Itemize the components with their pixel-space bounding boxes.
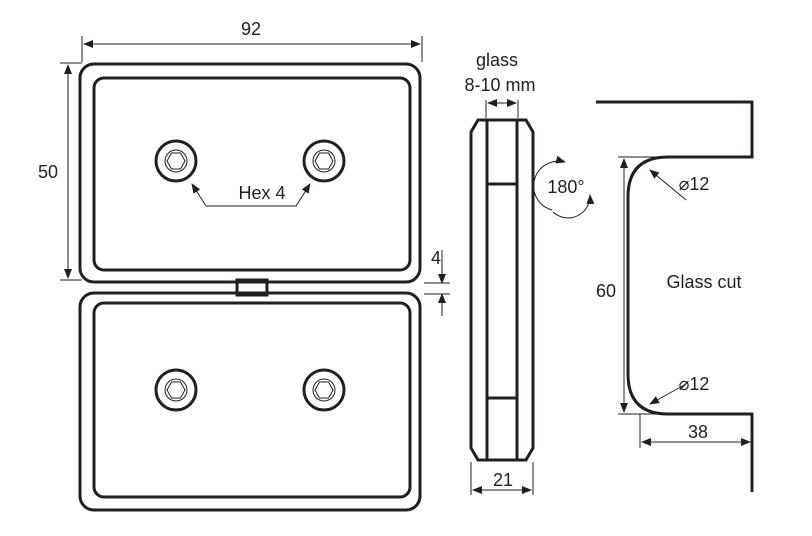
top-plate bbox=[78, 62, 422, 284]
front-view: 92 50 Hex 4 4 bbox=[38, 19, 450, 512]
top-plate-inner bbox=[92, 76, 412, 272]
radius-top-label: ⌀12 bbox=[679, 174, 710, 194]
radius-bottom-label: ⌀12 bbox=[679, 374, 710, 394]
rotate-arrow-icon bbox=[533, 155, 566, 211]
glass-cut-outline bbox=[596, 100, 754, 492]
rotation-label: 180° bbox=[547, 177, 584, 197]
bottom-plate bbox=[78, 291, 422, 512]
side-profile bbox=[469, 118, 535, 462]
screw-icon bbox=[302, 368, 346, 412]
glass-cut-view: 60 Glass cut ⌀12 ⌀12 38 bbox=[596, 100, 754, 492]
depth-label: 21 bbox=[493, 470, 513, 490]
hinge-block bbox=[235, 278, 269, 297]
glass-cut-label: Glass cut bbox=[666, 272, 741, 292]
hex-label: Hex 4 bbox=[238, 183, 285, 203]
bottom-plate-inner bbox=[92, 301, 412, 499]
side-view: glass 8-10 mm 21 180° bbox=[464, 50, 595, 495]
glass-thickness-label: 8-10 mm bbox=[464, 75, 535, 95]
glass-label: glass bbox=[476, 50, 518, 70]
height-label: 50 bbox=[38, 162, 58, 182]
cut-height-label: 60 bbox=[596, 281, 616, 301]
gap-label: 4 bbox=[431, 248, 441, 268]
cut-width-label: 38 bbox=[688, 422, 708, 442]
width-label: 92 bbox=[241, 19, 261, 39]
screw-icon bbox=[302, 139, 346, 183]
screw-icon bbox=[154, 139, 198, 183]
screw-icon bbox=[154, 368, 198, 412]
